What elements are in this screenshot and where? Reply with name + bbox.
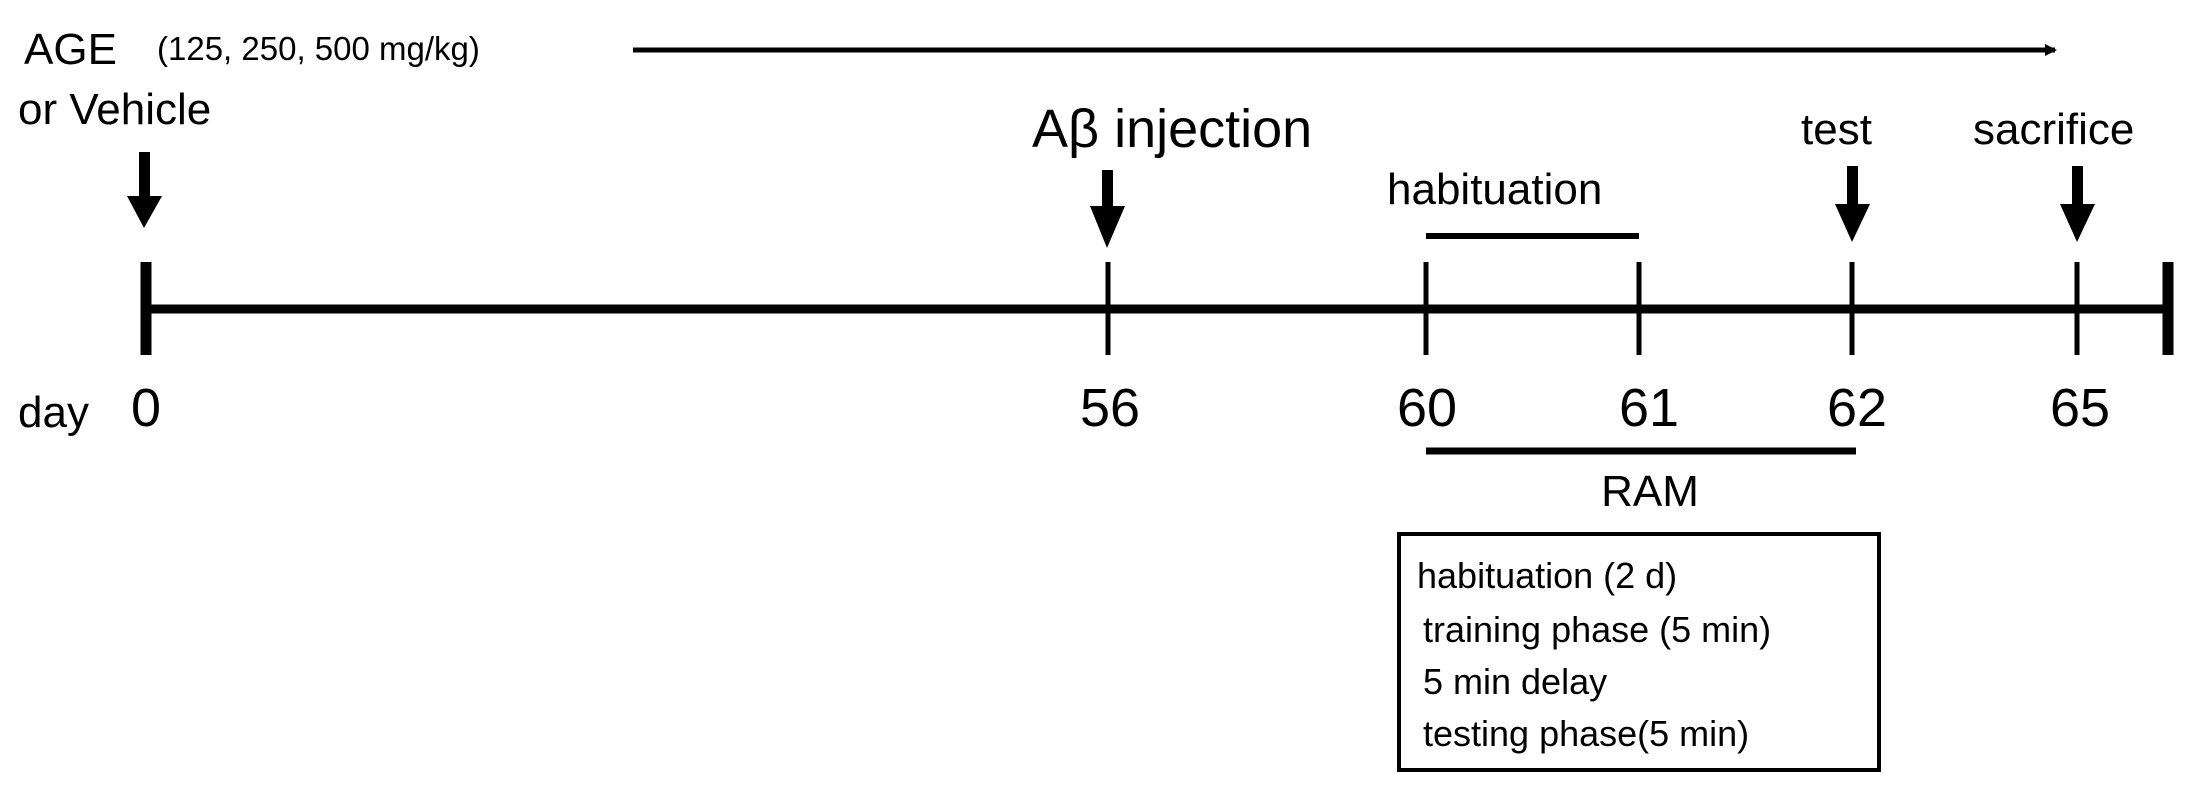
- abeta-injection-arrow: [1090, 170, 1125, 248]
- protocol-step: training phase (5 min): [1423, 609, 1772, 650]
- treatment-agent-label: AGE: [24, 25, 117, 74]
- day-62-label: 62: [1826, 378, 1888, 438]
- day-56-label: 56: [1079, 378, 1141, 438]
- ram-label: RAM: [1601, 467, 1699, 516]
- protocol-step: 5 min delay: [1423, 661, 1608, 702]
- ram-protocol-box: habituation (2 d) training phase (5 min)…: [1397, 532, 1881, 772]
- treatment-vehicle-label: or Vehicle: [18, 85, 212, 134]
- sacrifice-label: sacrifice: [1973, 105, 2135, 154]
- day-0-label: 0: [130, 378, 162, 438]
- day-axis-label: day: [18, 388, 89, 437]
- protocol-step: testing phase(5 min): [1423, 713, 1750, 754]
- abeta-injection-label: Aβ injection: [1032, 99, 1313, 159]
- protocol-step: habituation (2 d): [1417, 555, 1678, 596]
- test-arrow: [1835, 166, 1870, 242]
- day-61-label: 61: [1618, 378, 1680, 438]
- habituation-label: habituation: [1387, 165, 1603, 214]
- test-label: test: [1801, 105, 1872, 154]
- treatment-doses-label: (125, 250, 500 mg/kg): [157, 30, 480, 67]
- sacrifice-arrow: [2060, 166, 2095, 242]
- treatment-start-arrow: [127, 152, 162, 228]
- day-65-label: 65: [2049, 378, 2111, 438]
- day-60-label: 60: [1396, 378, 1458, 438]
